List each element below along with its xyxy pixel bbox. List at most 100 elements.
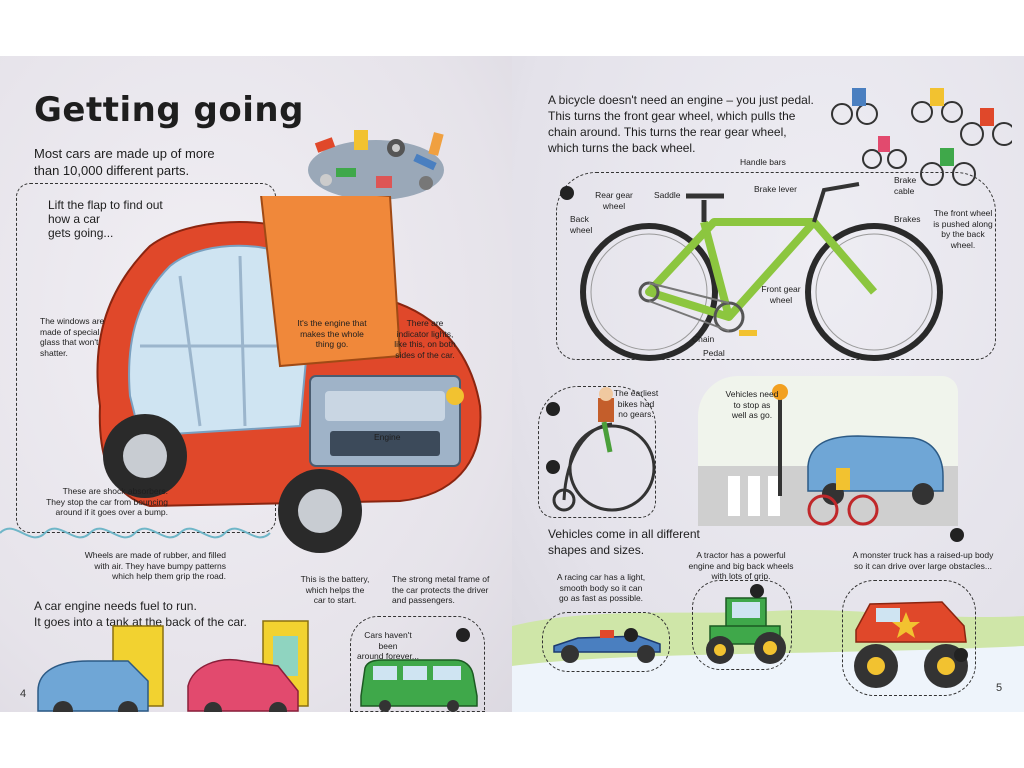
page-title: Getting going bbox=[34, 90, 304, 130]
label-line: Vehicles need bbox=[725, 389, 779, 399]
flap-line: gets going... bbox=[48, 226, 114, 240]
label-handle-bars: Handle bars bbox=[740, 157, 786, 167]
label-line: engine and big back wheels bbox=[688, 560, 794, 571]
book-spread: Getting going Most cars are made up of m… bbox=[0, 56, 1024, 712]
flap-tab[interactable] bbox=[624, 628, 638, 642]
label-line: The front wheel bbox=[933, 208, 993, 218]
label-line: Front gear bbox=[761, 284, 801, 294]
label-line: The earliest bbox=[613, 388, 659, 398]
engine-label: Engine bbox=[374, 432, 401, 442]
label-line: go as fast as possible. bbox=[558, 593, 644, 603]
label-line: the car protects the driver bbox=[392, 584, 489, 595]
label-line: A racing car has a light, bbox=[556, 572, 646, 582]
flap-tab[interactable] bbox=[954, 648, 968, 662]
fuel-line: It goes into a tank at the back of the c… bbox=[34, 615, 247, 629]
car-illustration bbox=[96, 196, 482, 553]
label-line: car to start. bbox=[313, 595, 357, 605]
label-line: wheel bbox=[769, 294, 793, 305]
label-line: around forever... bbox=[357, 651, 419, 661]
label-line: There are bbox=[406, 318, 444, 328]
label-line: glass that won't bbox=[40, 337, 99, 347]
label-line: sides of the car. bbox=[395, 349, 455, 360]
label-line: with lots of grip. bbox=[711, 571, 771, 581]
bike-intro-line: A bicycle doesn't need an engine – you j… bbox=[548, 93, 814, 107]
shapes-line: shapes and sizes. bbox=[548, 543, 645, 557]
label-line: no gears. bbox=[618, 409, 654, 419]
shapes-line: Vehicles come in all different bbox=[548, 527, 700, 541]
flap-line: how a car bbox=[48, 212, 101, 226]
monster-truck-flap[interactable] bbox=[842, 580, 976, 696]
label-line: Rear gear bbox=[595, 190, 633, 200]
flap-tab[interactable] bbox=[560, 186, 574, 200]
label-line: These are shock absorbers. bbox=[62, 486, 168, 496]
flap-tab[interactable] bbox=[950, 528, 964, 542]
flap-tab[interactable] bbox=[456, 628, 470, 642]
label-line: A monster truck has a raised-up body bbox=[852, 550, 994, 560]
label-line: This is the battery, bbox=[300, 574, 370, 584]
parts-pile-illustration bbox=[308, 130, 444, 200]
label-chain: Chain bbox=[692, 334, 715, 344]
page-number-left: 4 bbox=[20, 688, 27, 700]
bike-intro-line: This turns the front gear wheel, which p… bbox=[548, 109, 796, 123]
label-line: around if it goes over a bump. bbox=[55, 507, 168, 517]
label-brakes: Brakes bbox=[894, 214, 921, 224]
right-page: A bicycle doesn't need an engine – you j… bbox=[512, 56, 1024, 712]
label-line: cable bbox=[894, 185, 915, 196]
label-line: indicator lights, bbox=[396, 328, 454, 339]
racing-car-illustration bbox=[553, 630, 661, 663]
fuel-pump-illustration bbox=[37, 620, 309, 712]
label-line: Wheels are made of rubber, and filled bbox=[84, 550, 226, 560]
label-line: Back bbox=[570, 214, 589, 224]
label-line: with air. They have bumpy patterns bbox=[94, 560, 226, 571]
label-line: wheel. bbox=[950, 239, 976, 250]
label-line: wheel bbox=[570, 224, 593, 235]
label-line: Brake bbox=[894, 175, 917, 185]
label-line: wheel bbox=[602, 200, 626, 211]
label-line: like this, on both bbox=[394, 339, 456, 349]
flap-tab[interactable] bbox=[546, 460, 560, 474]
flap-tab[interactable] bbox=[750, 584, 764, 598]
tractor-flap[interactable] bbox=[692, 580, 792, 670]
label-line: so it can drive over large obstacles... bbox=[854, 560, 992, 571]
label-line: which help them grip the road. bbox=[112, 571, 226, 581]
label-line: which helps the bbox=[305, 584, 365, 595]
history-flap-outline[interactable] bbox=[350, 616, 485, 712]
label-line: It's the engine that bbox=[297, 318, 367, 328]
label-line: They stop the car from bouncing bbox=[46, 496, 168, 507]
intro-line: than 10,000 different parts. bbox=[34, 163, 190, 178]
label-line: smooth body so it can bbox=[559, 582, 643, 593]
flap-tab[interactable] bbox=[546, 402, 560, 416]
label-line: Cars haven't been bbox=[364, 630, 412, 651]
label-pedal: Pedal bbox=[703, 348, 725, 358]
page-number-right: 5 bbox=[996, 682, 1003, 694]
bicycle-illustration bbox=[580, 182, 943, 361]
label-line: A tractor has a powerful bbox=[696, 550, 786, 560]
bike-intro-line: chain around. This turns the rear gear w… bbox=[548, 125, 787, 139]
label-line: makes the whole bbox=[300, 328, 364, 339]
label-line: The windows are bbox=[40, 316, 105, 326]
label-line: by the back bbox=[941, 229, 985, 239]
label-line: bikes had bbox=[617, 398, 655, 409]
label-line: thing go. bbox=[315, 339, 349, 349]
label-line: made of special bbox=[40, 326, 100, 337]
fuel-line: A car engine needs fuel to run. bbox=[34, 599, 197, 613]
traffic-scene-illustration bbox=[698, 384, 958, 526]
label-brake-lever: Brake lever bbox=[754, 184, 797, 194]
label-line: to stop as bbox=[733, 399, 771, 410]
earliest-bike-flap[interactable] bbox=[538, 386, 656, 518]
label-line: well as go. bbox=[731, 410, 773, 420]
bike-flap-outline[interactable] bbox=[556, 172, 996, 360]
flap-line: Lift the flap to find out bbox=[48, 198, 163, 212]
cable-illustration bbox=[0, 527, 271, 539]
penny-farthing-illustration bbox=[552, 387, 656, 512]
label-line: is pushed along bbox=[933, 218, 993, 229]
label-line: The strong metal frame of bbox=[392, 574, 490, 584]
tractor-illustration bbox=[706, 597, 786, 664]
label-line: shatter. bbox=[40, 347, 68, 358]
label-saddle: Saddle bbox=[654, 190, 681, 200]
racing-car-flap[interactable] bbox=[542, 612, 670, 672]
intro-line: Most cars are made up of more bbox=[34, 146, 215, 161]
van-illustration bbox=[360, 659, 478, 712]
bike-intro-line: which turns the back wheel. bbox=[548, 141, 696, 155]
left-page: Getting going Most cars are made up of m… bbox=[0, 56, 512, 712]
